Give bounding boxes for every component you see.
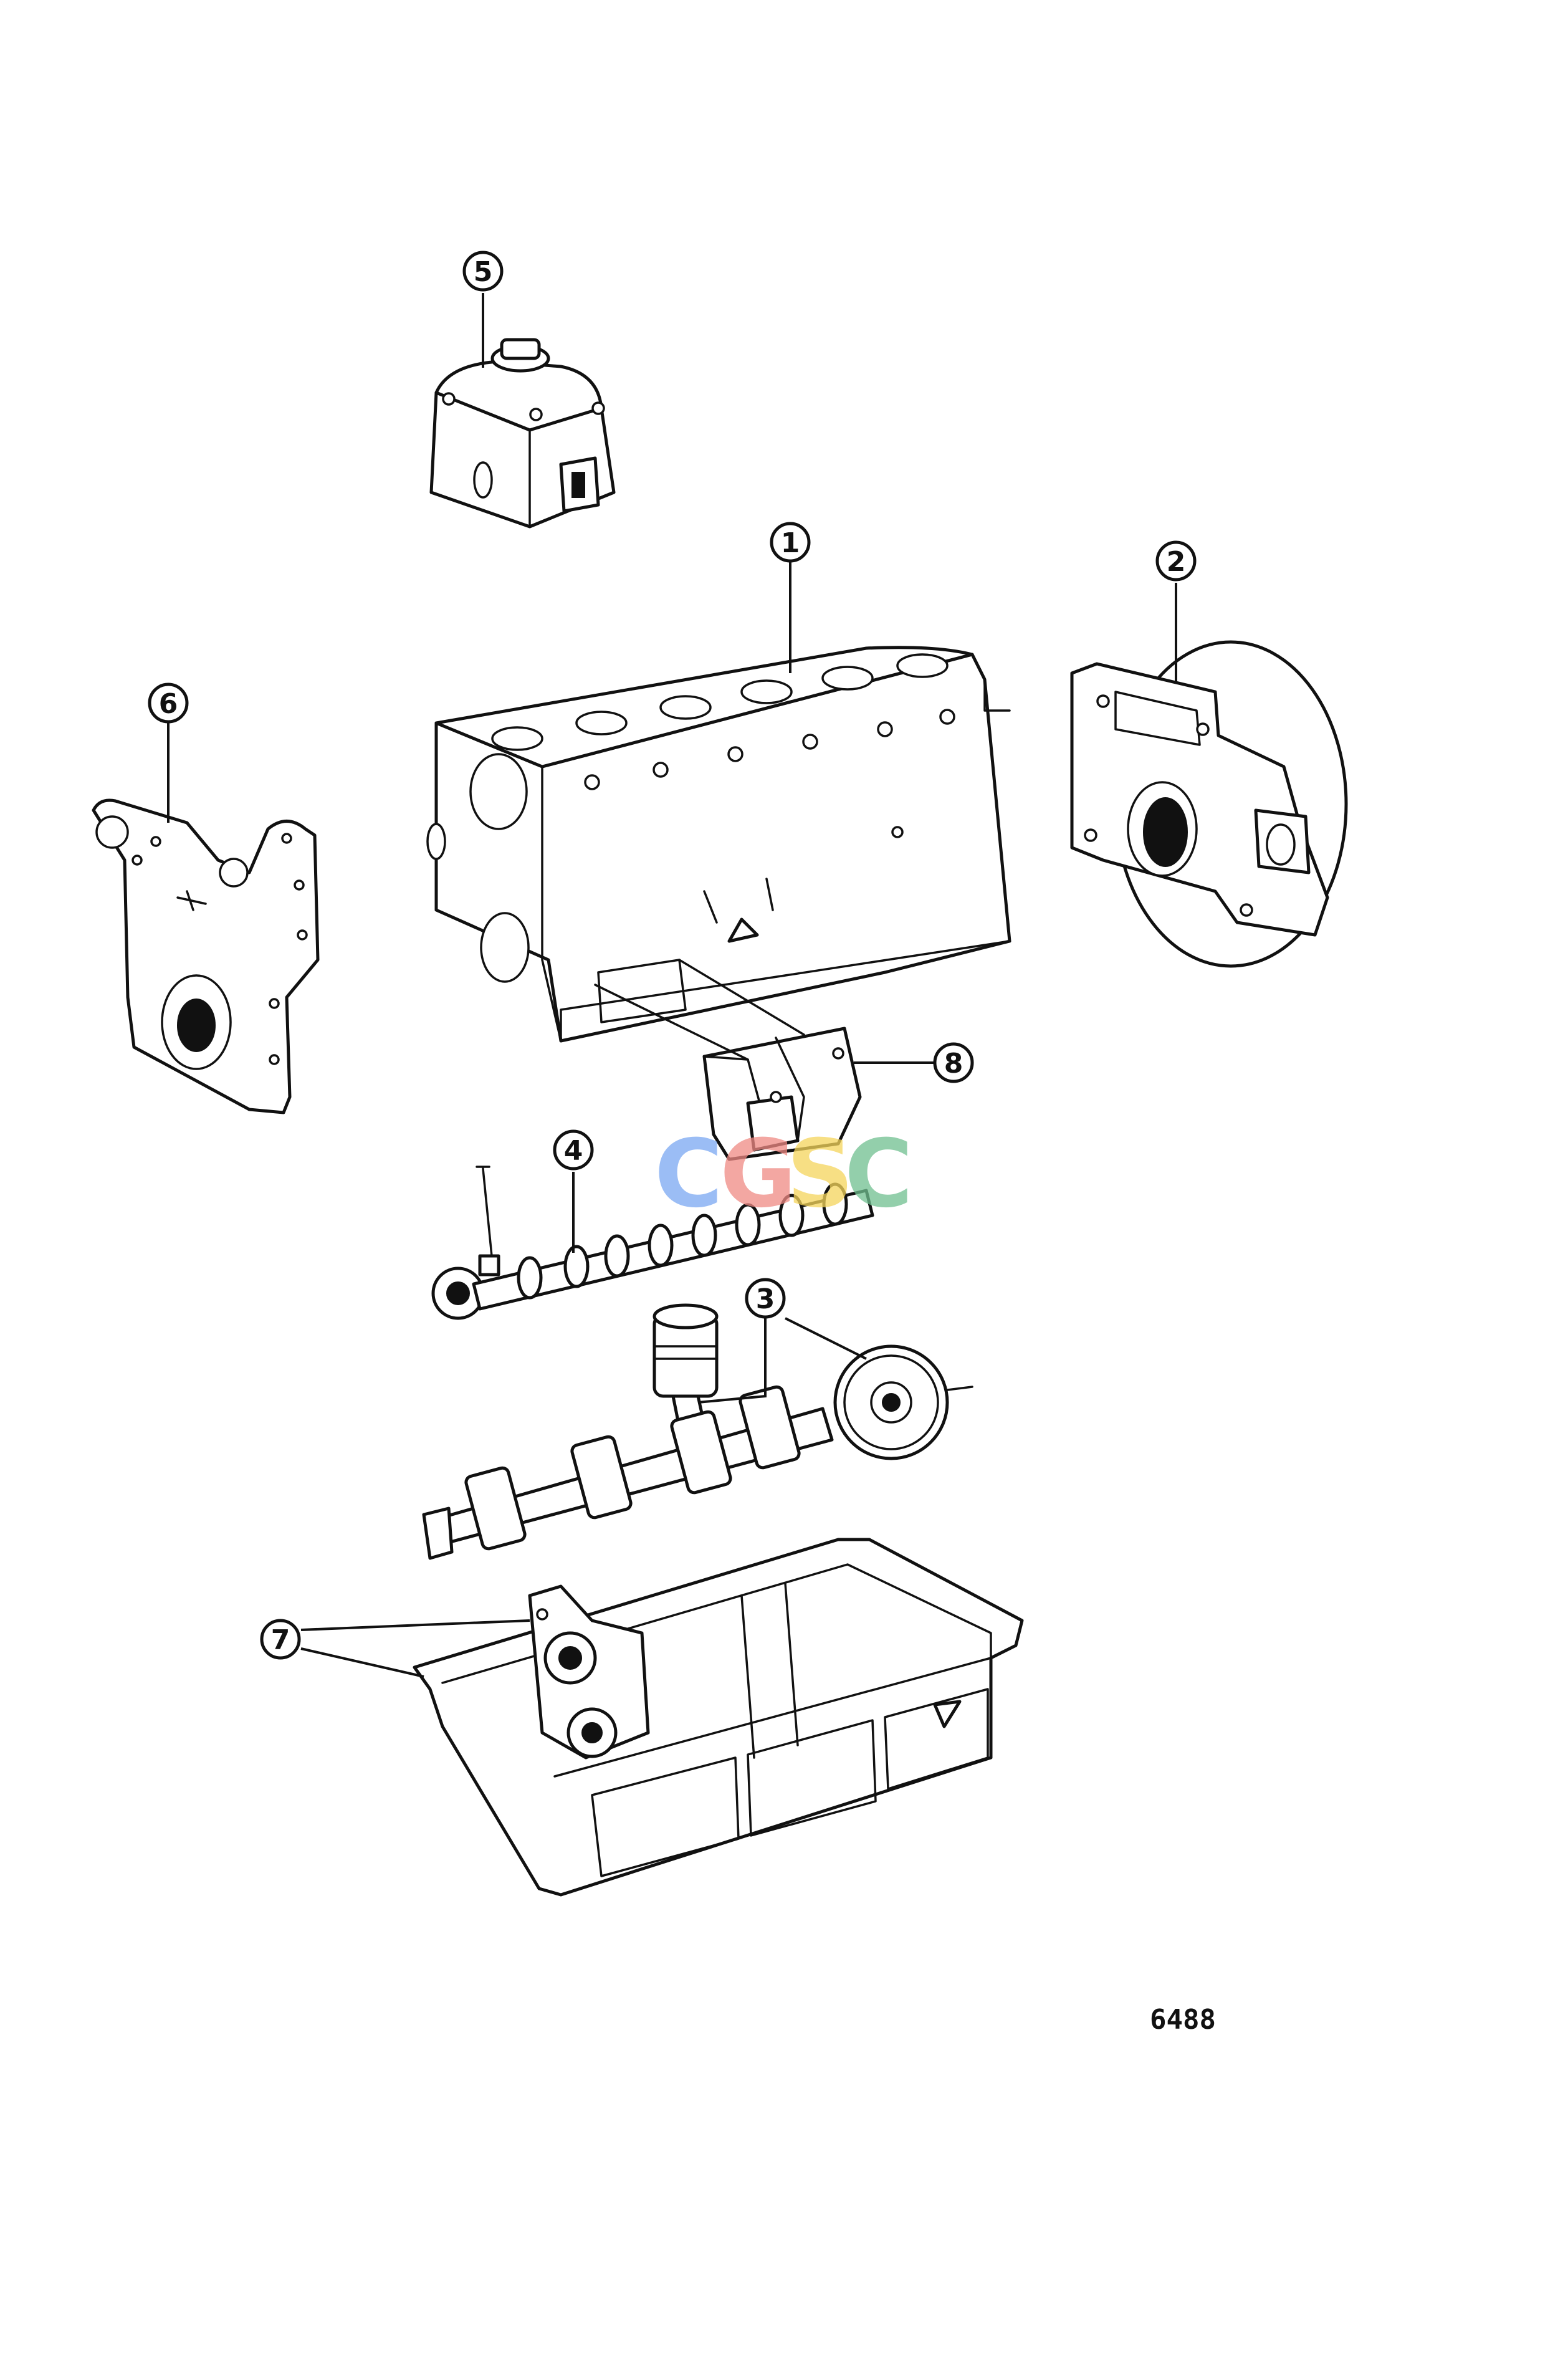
callout-8: 8 — [933, 1042, 974, 1083]
callout-7: 7 — [260, 1619, 301, 1660]
svg-text:7: 7 — [271, 1624, 290, 1656]
watermark-logo: C G S C — [654, 1120, 913, 1228]
callout-4: 4 — [553, 1129, 594, 1171]
svg-text:4: 4 — [564, 1135, 583, 1167]
engine-mounting-bracket — [594, 959, 862, 1161]
callout-2: 2 — [1155, 540, 1197, 582]
callout-6: 6 — [148, 682, 189, 724]
drawing-number: 6488 — [1150, 2004, 1216, 2036]
svg-text:5: 5 — [474, 256, 493, 288]
watermark-letter-2: G — [720, 1120, 796, 1228]
watermark-letter-3: S — [786, 1120, 854, 1228]
timing-gear-cover — [92, 798, 320, 1114]
callout-1: 1 — [770, 522, 811, 563]
callout-5: 5 — [462, 251, 504, 292]
crankshaft-assembly — [422, 1303, 973, 1560]
leader-lines — [167, 293, 1177, 1678]
cylinder-block — [426, 646, 1011, 1043]
watermark-letter-4: C — [844, 1120, 913, 1228]
oil-pan-and-pump — [413, 1538, 1024, 1897]
flywheel-housing — [1070, 640, 1348, 968]
callout-3: 3 — [745, 1278, 786, 1319]
svg-text:2: 2 — [1167, 546, 1186, 578]
watermark-letter-1: C — [654, 1120, 723, 1228]
camshaft — [431, 1166, 874, 1320]
svg-text:1: 1 — [781, 527, 800, 559]
rocker-cover — [429, 338, 616, 529]
svg-text:8: 8 — [944, 1048, 963, 1080]
svg-text:6: 6 — [159, 688, 178, 720]
svg-text:3: 3 — [756, 1283, 775, 1315]
